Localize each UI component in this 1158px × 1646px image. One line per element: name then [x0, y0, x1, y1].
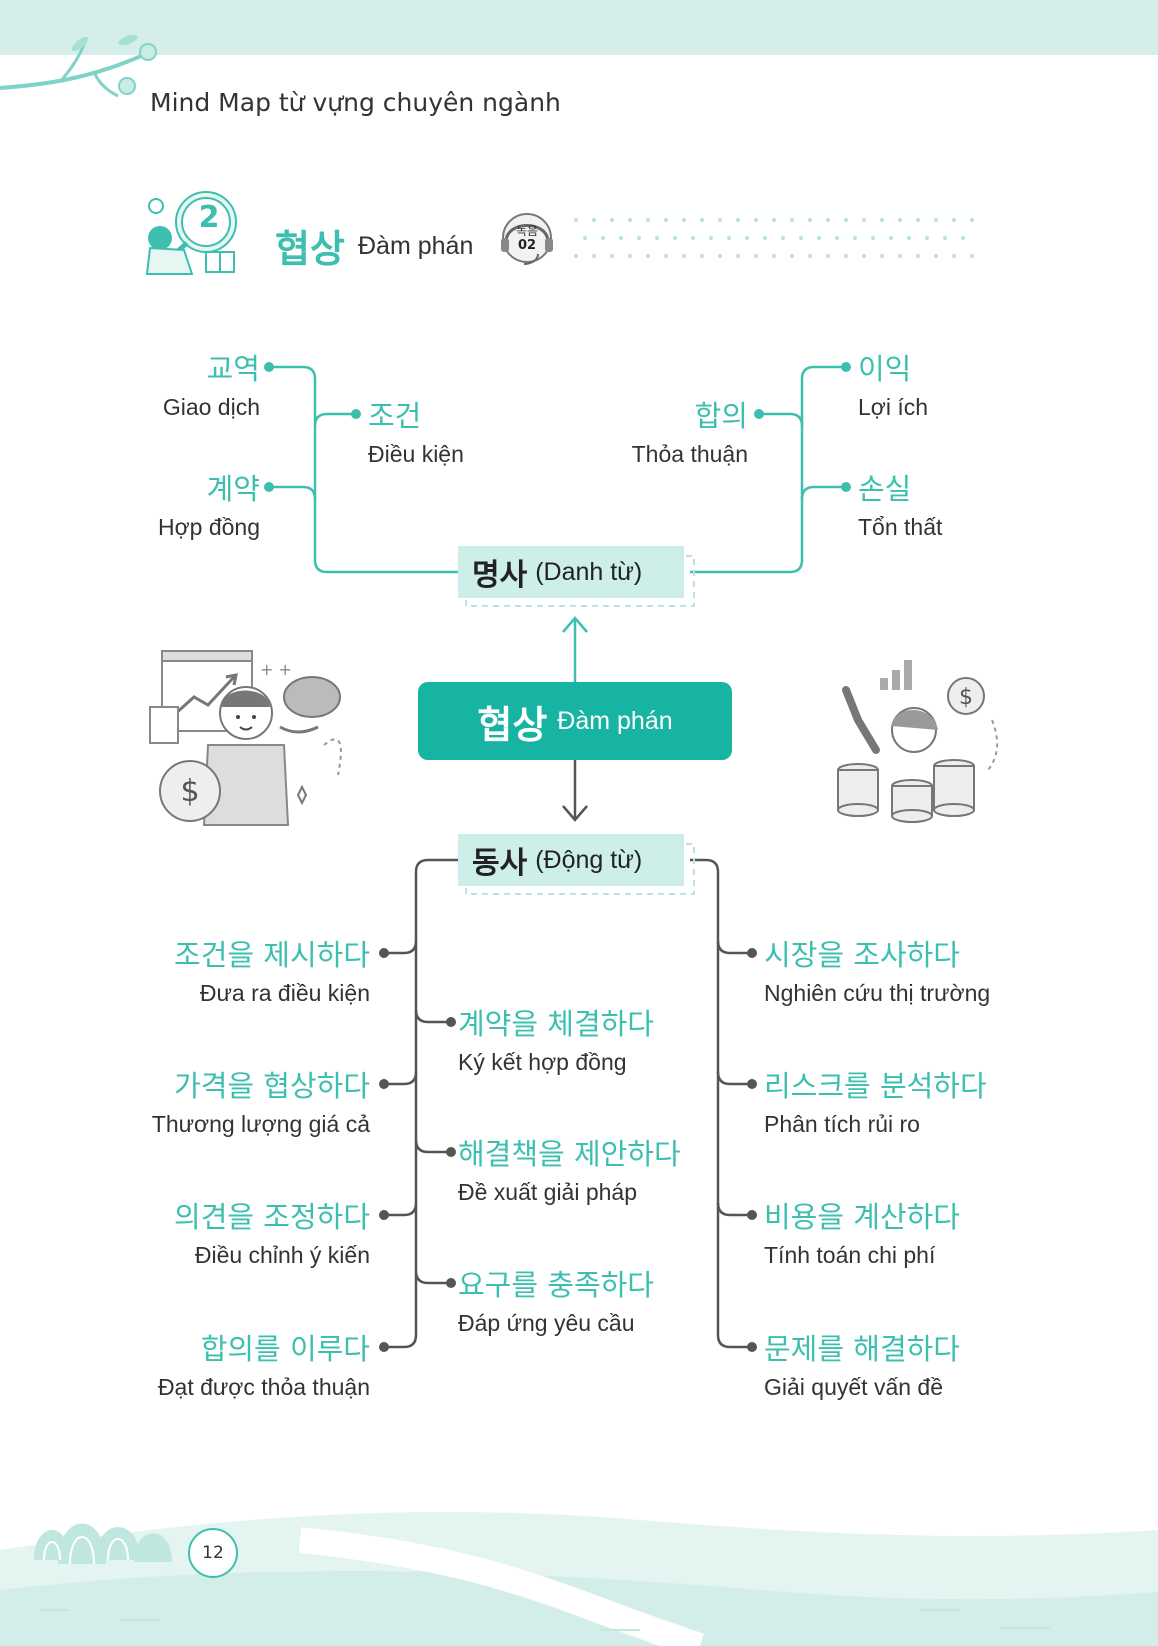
audio-number: 02: [517, 238, 537, 253]
noun-header-kr: 명사: [472, 558, 528, 593]
lesson-title-vi: Đàm phán: [358, 232, 474, 260]
verb-vi: Ký kết hợp đồng: [458, 1049, 627, 1075]
verb-kr: 리스크를 분석하다: [764, 1069, 987, 1103]
verb-kr: 계약을 체결하다: [458, 1007, 654, 1041]
lesson-title-kr: 협상: [275, 227, 345, 271]
header-title: Mind Map từ vựng chuyên ngành: [150, 88, 561, 117]
verb-kr: 요구를 충족하다: [458, 1268, 654, 1302]
noun-kr: 손실: [858, 472, 912, 506]
lesson-number: 2: [198, 200, 220, 235]
verb-vi: Đưa ra điều kiện: [199, 980, 370, 1006]
audio-badge[interactable]: 녹음 02: [498, 210, 556, 268]
noun-vi: Thỏa thuận: [631, 441, 748, 467]
verb-item: 해결책을 제안하다 Đề xuất giải pháp: [458, 1131, 708, 1206]
verb-vi: Nghiên cứu thị trường: [764, 980, 991, 1006]
svg-text:$: $: [959, 685, 973, 710]
noun-header-vi: (Danh từ): [535, 557, 643, 586]
celebrating-coins-illustration: $: [837, 660, 999, 823]
verb-kr: 합의를 이루다: [200, 1332, 370, 1366]
noun-kr: 계약: [206, 472, 260, 506]
verb-vi: Đạt được thỏa thuận: [157, 1374, 370, 1400]
verb-kr: 비용을 계산하다: [764, 1200, 960, 1234]
noun-item: 합의 Thỏa thuận: [560, 393, 748, 468]
verb-vi: Thương lượng giá cả: [151, 1111, 370, 1137]
noun-vi: Hợp đồng: [157, 514, 260, 540]
verb-vi: Giải quyết vấn đề: [764, 1374, 944, 1400]
center-vi: Đàm phán: [557, 706, 673, 735]
verb-item: 요구를 충족하다 Đáp ứng yêu cầu: [458, 1262, 708, 1337]
noun-vi: Tổn thất: [858, 514, 943, 540]
verb-vi: Tính toán chi phí: [764, 1242, 936, 1268]
verb-kr: 가격을 협상하다: [174, 1069, 370, 1103]
noun-item: 이익 Lợi ích: [858, 346, 1058, 421]
noun-item: 계약 Hợp đồng: [100, 466, 260, 541]
businesswoman-savings-illustration: $ + +: [149, 650, 342, 826]
noun-vi: Giao dịch: [162, 394, 260, 420]
verb-vi: Điều chỉnh ý kiến: [194, 1242, 370, 1268]
verb-item: 리스크를 분석하다 Phân tích rủi ro: [764, 1063, 1064, 1138]
branch-decoration: [0, 34, 157, 98]
svg-text:+ +: + +: [260, 660, 292, 679]
noun-item: 교역 Giao dịch: [120, 346, 260, 421]
headphones-icon: [501, 213, 553, 265]
verb-kr: 조건을 제시하다: [174, 938, 370, 972]
noun-item: 손실 Tổn thất: [858, 466, 1058, 541]
verb-kr: 의견을 조정하다: [174, 1200, 370, 1234]
noun-vi: Lợi ích: [858, 394, 929, 420]
noun-kr: 조건: [368, 399, 422, 433]
verb-kr: 해결책을 제안하다: [458, 1137, 681, 1171]
noun-kr: 교역: [206, 352, 260, 386]
top-band: [0, 0, 1158, 55]
verb-item: 계약을 체결하다 Ký kết hợp đồng: [458, 1001, 708, 1076]
verb-header-vi: (Động từ): [535, 845, 643, 874]
verb-kr: 문제를 해결하다: [764, 1332, 960, 1366]
lightbulb-magnifier-icon: [145, 191, 237, 275]
verb-vi: Phân tích rủi ro: [764, 1111, 920, 1137]
central-topic: 협상 Đàm phán: [418, 682, 732, 760]
center-kr: 협상: [477, 702, 548, 747]
svg-text:$: $: [180, 774, 199, 809]
dotted-pattern: [574, 218, 974, 258]
verb-vi: Đề xuất giải pháp: [458, 1179, 638, 1205]
verb-item: 시장을 조사하다 Nghiên cứu thị trường: [764, 932, 1064, 1007]
noun-item: 조건 Điều kiện: [368, 393, 568, 468]
verb-vi: Đáp ứng yêu cầu: [458, 1310, 635, 1336]
noun-kr: 합의: [694, 399, 748, 433]
hill-landscape-decoration: [0, 1511, 1158, 1646]
page-number: 12: [188, 1528, 238, 1578]
verb-item: 비용을 계산하다 Tính toán chi phí: [764, 1194, 1064, 1269]
noun-vi: Điều kiện: [368, 441, 464, 467]
audio-label: 녹음: [515, 224, 539, 238]
verb-item: 문제를 해결하다 Giải quyết vấn đề: [764, 1326, 1064, 1401]
verb-header-kr: 동사: [472, 846, 528, 881]
verb-item: 의견을 조정하다 Điều chỉnh ý kiến: [80, 1194, 370, 1269]
verb-item: 가격을 협상하다 Thương lượng giá cả: [80, 1063, 370, 1138]
noun-kr: 이익: [858, 352, 912, 386]
verb-item: 조건을 제시하다 Đưa ra điều kiện: [80, 932, 370, 1007]
noun-category-tag: 명사 (Danh từ): [458, 546, 684, 598]
verb-category-tag: 동사 (Động từ): [458, 834, 684, 886]
verb-kr: 시장을 조사하다: [764, 938, 960, 972]
verb-item: 합의를 이루다 Đạt được thỏa thuận: [80, 1326, 370, 1401]
